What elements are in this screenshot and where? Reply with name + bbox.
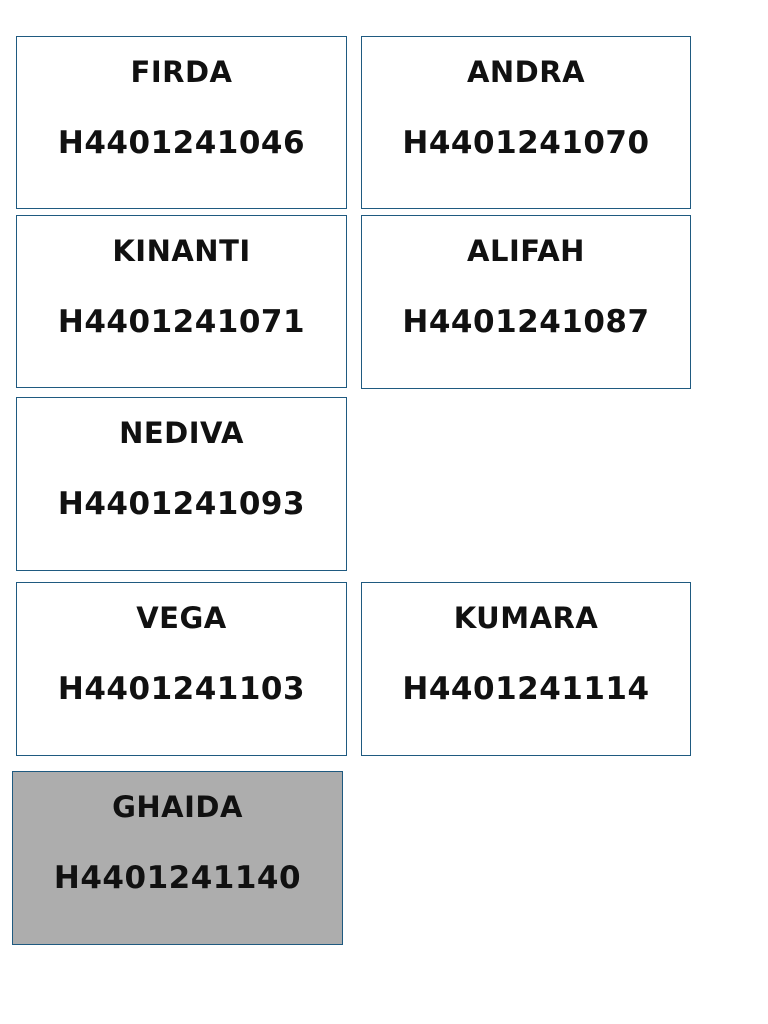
student-name: KINANTI (112, 234, 251, 268)
student-id: H4401241087 (402, 304, 650, 340)
student-name: ALIFAH (467, 234, 585, 268)
student-id: H4401241114 (402, 671, 650, 707)
student-name: ANDRA (466, 55, 586, 89)
student-card-vega[interactable]: VEGA H4401241103 (16, 582, 347, 756)
student-id: H4401241071 (57, 304, 306, 340)
student-card-andra[interactable]: ANDRA H4401241070 (361, 36, 691, 209)
student-id: H4401241140 (53, 860, 302, 896)
student-id: H4401241046 (57, 125, 306, 161)
student-id: H4401241093 (57, 486, 306, 522)
student-card-firda[interactable]: FIRDA H4401241046 (16, 36, 347, 209)
student-name: VEGA (136, 601, 227, 635)
student-name: FIRDA (130, 55, 233, 89)
student-card-ghaida[interactable]: GHAIDA H4401241140 (12, 771, 343, 945)
student-name: NEDIVA (119, 416, 244, 450)
student-card-kinanti[interactable]: KINANTI H4401241071 (16, 215, 347, 388)
student-name: KUMARA (453, 601, 599, 635)
student-card-nediva[interactable]: NEDIVA H4401241093 (16, 397, 347, 571)
student-id: H4401241070 (402, 125, 650, 161)
student-id: H4401241103 (57, 671, 306, 707)
student-card-alifah[interactable]: ALIFAH H4401241087 (361, 215, 691, 389)
student-name: GHAIDA (112, 790, 243, 824)
student-card-kumara[interactable]: KUMARA H4401241114 (361, 582, 691, 756)
